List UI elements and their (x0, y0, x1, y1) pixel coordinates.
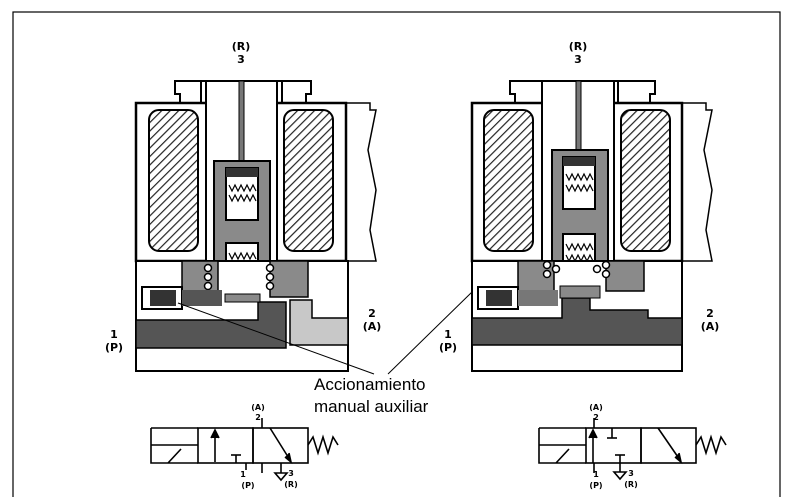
symbol-left-spring (307, 434, 339, 456)
valve-right-port-1: 1 (444, 328, 452, 341)
callout-leader-left (177, 302, 375, 375)
valve-right-coil-left (483, 109, 534, 252)
symbol-right-spring (695, 434, 727, 456)
symbol-left-2: 2 (255, 413, 261, 422)
symbol-left (150, 418, 339, 482)
valve-left-port-3: 3 (237, 53, 245, 66)
symbol-right-2: 2 (593, 413, 599, 422)
symbol-left-3: 3 (288, 469, 294, 478)
valve-right-port-a: (A) (701, 320, 720, 333)
valve-right-channel-exhaust (559, 285, 601, 299)
symbol-right-box-2 (640, 427, 697, 464)
valve-left-body (135, 260, 349, 372)
callout-line-1: Accionamiento (314, 375, 426, 394)
symbol-right-p: (P) (589, 481, 602, 490)
valve-right-upper-spring (565, 172, 594, 193)
valve-left-channel-exhaust (224, 293, 261, 303)
valve-right-seal-balls (542, 260, 611, 279)
valve-right-lower-spring (565, 242, 594, 263)
symbol-right-1: 1 (593, 470, 599, 479)
symbol-left-a: (A) (251, 403, 265, 412)
symbol-right-a: (A) (589, 403, 603, 412)
valve-right-channel-pressure (471, 297, 683, 346)
symbol-left-r: (R) (284, 480, 297, 489)
valve-right-coil-right (620, 109, 671, 252)
symbol-left-p: (P) (241, 481, 254, 490)
symbol-right (538, 418, 727, 481)
valve-right-port-p: (P) (439, 341, 457, 354)
valve-left-top-cap-right (281, 80, 312, 104)
valve-right-port-3: 3 (574, 53, 582, 66)
valve-right-cut-line (682, 102, 713, 262)
valve-right: (R) 3 1 (P) 2 (A) (439, 40, 720, 372)
symbol-left-solenoid (150, 427, 198, 464)
valve-left-port-2: 2 (368, 307, 376, 320)
callout-leader-right (387, 291, 473, 375)
valve-left-port-r: (R) (232, 40, 251, 53)
valve-left: (R) 3 1 (P) 2 (A) (105, 40, 382, 372)
valve-left-rod (238, 80, 245, 172)
valve-left-upper-spring (228, 183, 257, 203)
valve-right-port-2: 2 (706, 307, 714, 320)
symbol-left-1: 1 (240, 470, 246, 479)
valve-right-top-cap (509, 80, 547, 104)
valve-right-top-cap-right (617, 80, 656, 104)
valve-left-coil-left (148, 109, 199, 252)
callout: Accionamiento manual auxiliar (177, 291, 473, 416)
callout-line-2: manual auxiliar (314, 397, 429, 416)
valve-left-cut-line (346, 102, 377, 262)
valve-left-port-a: (A) (363, 320, 382, 333)
symbol-right-3: 3 (628, 469, 634, 478)
valve-left-channel-pressure (135, 301, 287, 349)
valve-left-seal-balls (203, 263, 275, 291)
symbol-left-box-1 (197, 427, 254, 464)
symbol-right-solenoid (538, 427, 586, 464)
valve-left-coil-right (283, 109, 334, 252)
valve-left-top-cap (174, 80, 202, 104)
symbol-right-r: (R) (624, 480, 637, 489)
valve-left-port-p: (P) (105, 341, 123, 354)
valve-right-port-r: (R) (569, 40, 588, 53)
valve-left-port-1: 1 (110, 328, 118, 341)
outer-frame (12, 11, 781, 497)
valve-left-channel-output (289, 299, 349, 346)
